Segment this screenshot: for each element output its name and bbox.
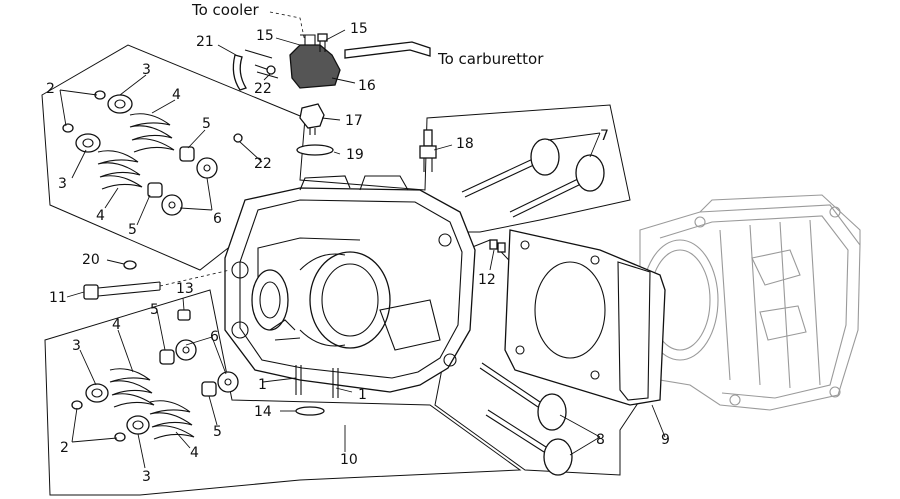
valves-7	[461, 138, 605, 218]
callout-20: 20	[82, 252, 100, 268]
callout-8: 8	[596, 432, 605, 448]
callout-3: 3	[142, 469, 151, 485]
callout-19: 19	[346, 147, 364, 163]
callout-12: 12	[478, 272, 496, 288]
valve-set-lower	[71, 339, 239, 442]
cylinder-outline-grey	[639, 194, 861, 411]
callout-17: 17	[345, 113, 363, 129]
callout-3: 3	[58, 176, 67, 192]
group-frame-upper-valves	[41, 44, 631, 271]
group-frame-lower-valves	[44, 289, 522, 496]
callout-4: 4	[112, 317, 121, 333]
callout-11: 11	[49, 290, 67, 306]
valve-set-upper	[62, 90, 218, 216]
callout-5: 5	[150, 302, 159, 318]
o-ring-19	[296, 144, 334, 156]
callout-21: 21	[196, 34, 214, 50]
callout-22: 22	[254, 81, 272, 97]
callout-2: 2	[46, 81, 55, 97]
callout-9: 9	[661, 432, 670, 448]
head-bolt	[83, 269, 231, 300]
callout-14: 14	[254, 404, 272, 420]
callout-4: 4	[172, 87, 181, 103]
callout-15: 15	[350, 21, 368, 37]
callout-15: 15	[256, 28, 274, 44]
callout-18: 18	[456, 136, 474, 152]
callout-3: 3	[72, 338, 81, 354]
callout-6: 6	[213, 211, 222, 227]
o-ring-14	[295, 406, 325, 416]
callout-1: 1	[358, 387, 367, 403]
callout-22: 22	[254, 156, 272, 172]
dowels-12	[489, 239, 506, 253]
coolant-hose	[232, 49, 273, 91]
dowel-13	[177, 309, 191, 321]
head-gasket	[504, 229, 666, 406]
callout-4: 4	[190, 445, 199, 461]
bolt-15	[317, 33, 328, 52]
callout-5: 5	[128, 222, 137, 238]
callout-2: 2	[60, 440, 69, 456]
o-ring-20	[123, 260, 137, 270]
callout-5: 5	[202, 116, 211, 132]
callout-3: 3	[142, 62, 151, 78]
fitting-17	[299, 103, 325, 135]
washer-22	[233, 65, 276, 143]
callout-6: 6	[210, 329, 219, 345]
callout-16: 16	[358, 78, 376, 94]
callout-5: 5	[213, 424, 222, 440]
callout-7: 7	[600, 128, 609, 144]
thermostat-housing	[254, 34, 341, 89]
valves-8	[479, 362, 573, 476]
callout-4: 4	[96, 208, 105, 224]
spark-plug	[419, 129, 437, 172]
stud-bolts	[295, 365, 339, 398]
callout-10: 10	[340, 452, 358, 468]
leader-lines	[59, 11, 666, 469]
annotation-to-carburettor: To carburettor	[437, 50, 544, 68]
callout-1: 1	[258, 377, 267, 393]
annotation-to-cooler: To cooler	[191, 1, 260, 19]
cylinder-head	[224, 175, 476, 393]
carburettor-hose	[344, 41, 431, 59]
callout-13: 13	[176, 281, 194, 297]
